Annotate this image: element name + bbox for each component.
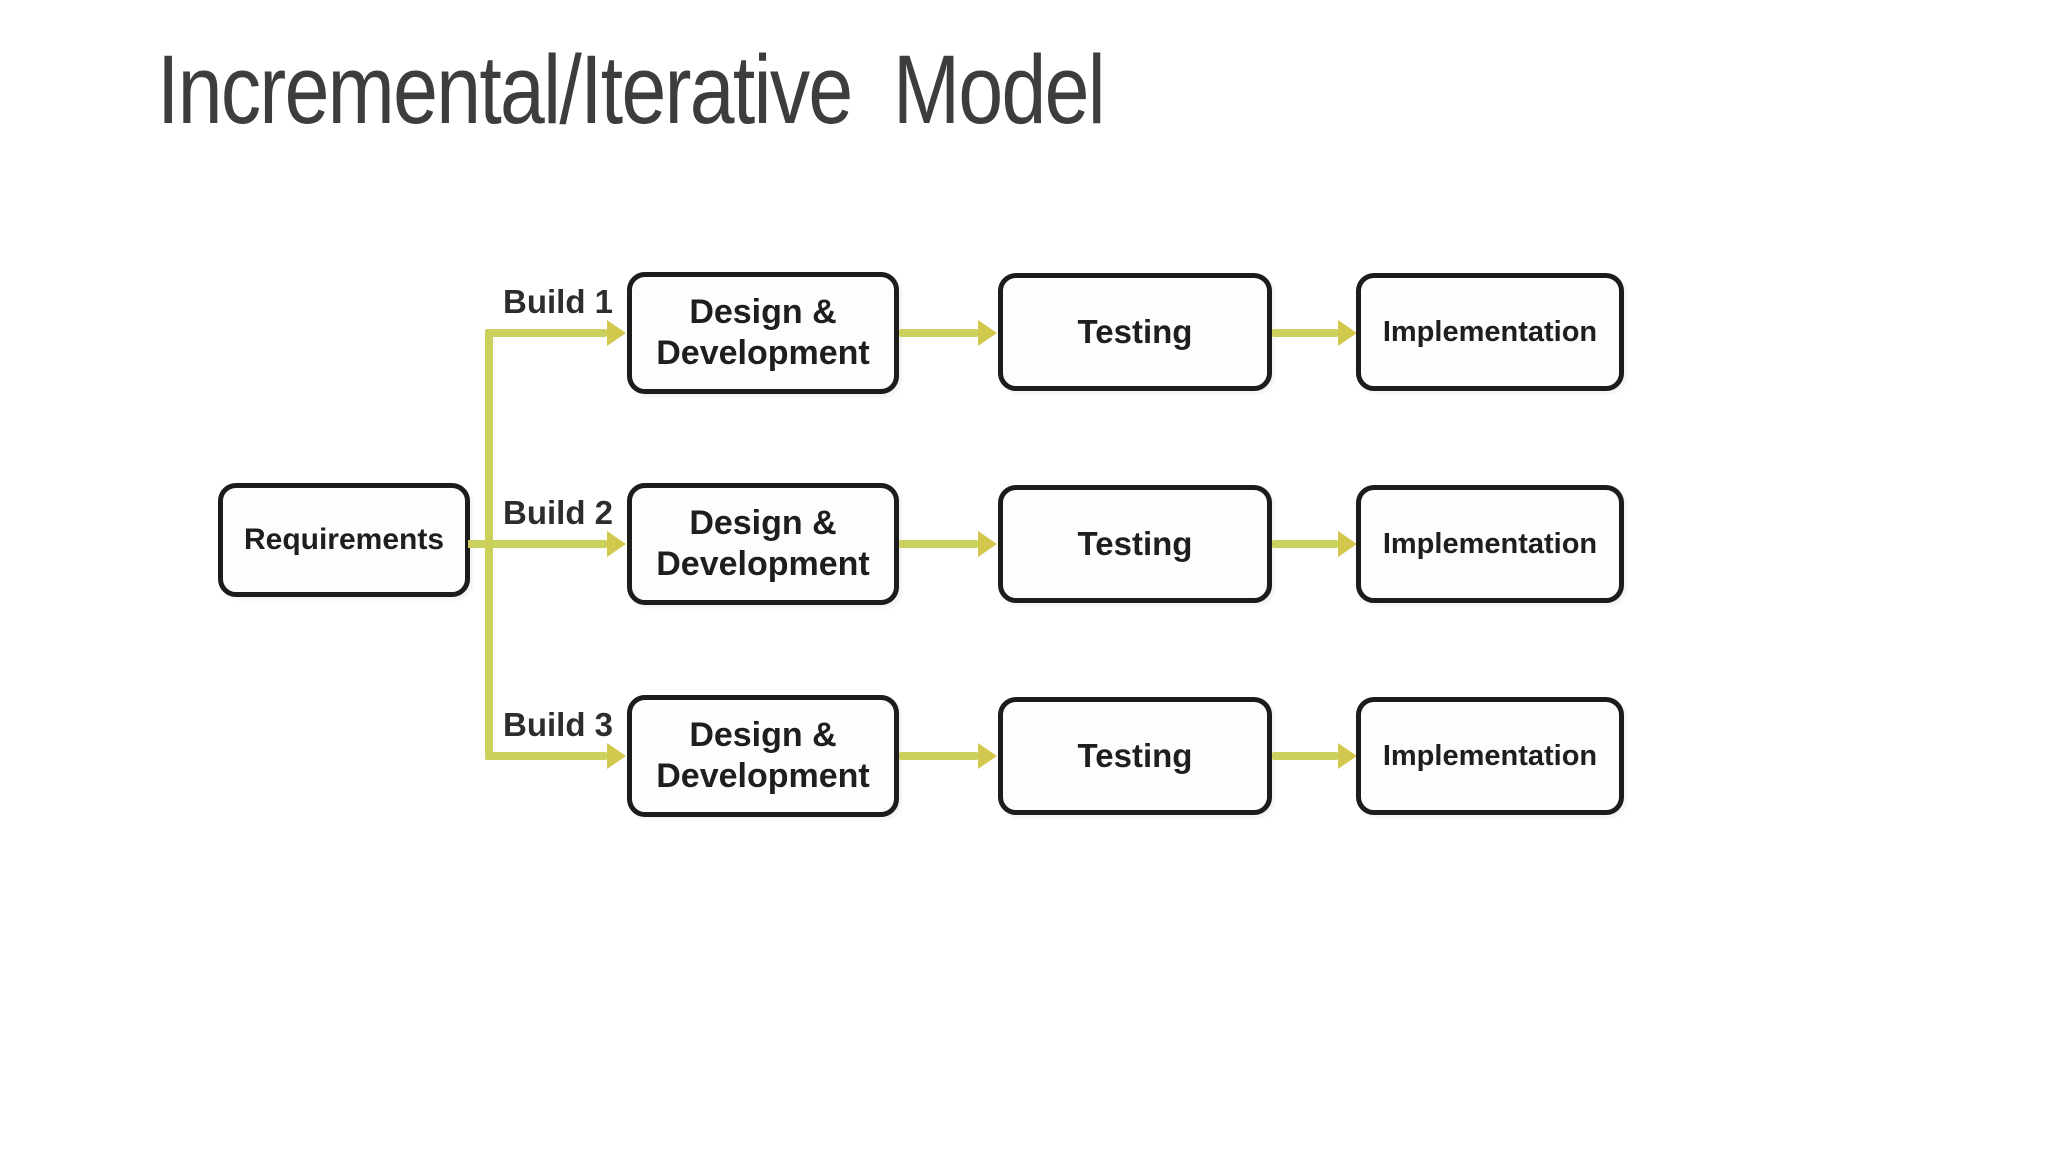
testing-to-implementation-arrow-3 — [1272, 743, 1357, 769]
design-development-box-2: Design & Development — [627, 483, 899, 605]
arrowhead-right-icon — [1338, 320, 1357, 346]
design-development-box-1: Design & Development — [627, 272, 899, 394]
requirements-box: Requirements — [218, 483, 470, 597]
build-1-branch-arrow — [485, 320, 626, 346]
dd-to-testing-arrow-2 — [899, 531, 997, 557]
arrowhead-right-icon — [978, 320, 997, 346]
testing-box-2: Testing — [998, 485, 1272, 603]
arrowhead-right-icon — [978, 743, 997, 769]
implementation-box-3: Implementation — [1356, 697, 1624, 815]
arrowhead-right-icon — [1338, 743, 1357, 769]
arrowhead-right-icon — [607, 320, 626, 346]
testing-to-implementation-arrow-1 — [1272, 320, 1357, 346]
testing-box-3: Testing — [998, 697, 1272, 815]
implementation-box-1: Implementation — [1356, 273, 1624, 391]
build-2-branch-arrow — [485, 531, 626, 557]
build-3-branch-arrow — [485, 743, 626, 769]
arrowhead-right-icon — [1338, 531, 1357, 557]
design-development-box-3: Design & Development — [627, 695, 899, 817]
dd-to-testing-arrow-1 — [899, 320, 997, 346]
testing-to-implementation-arrow-2 — [1272, 531, 1357, 557]
requirements-connector-line — [468, 540, 492, 548]
dd-to-testing-arrow-3 — [899, 743, 997, 769]
build-1-label: Build 1 — [503, 283, 614, 320]
arrowhead-right-icon — [607, 743, 626, 769]
arrowhead-right-icon — [607, 531, 626, 557]
arrowhead-right-icon — [978, 531, 997, 557]
page-title: Incremental/Iterative Model — [157, 35, 1106, 144]
build-3-label: Build 3 — [503, 706, 614, 743]
build-2-label: Build 2 — [503, 494, 614, 531]
testing-box-1: Testing — [998, 273, 1272, 391]
implementation-box-2: Implementation — [1356, 485, 1624, 603]
